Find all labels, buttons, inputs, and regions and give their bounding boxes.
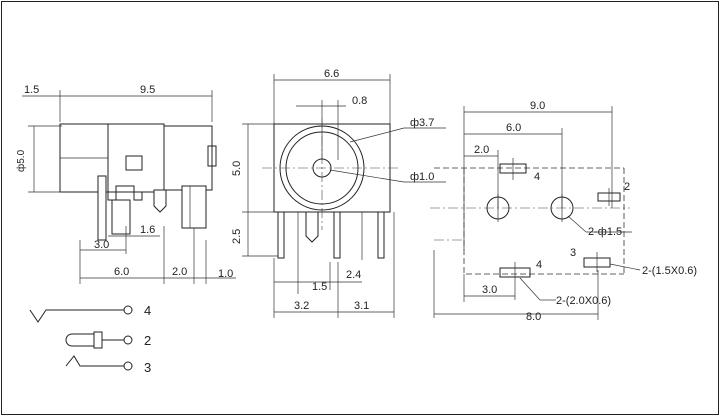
side-pin-2	[111, 199, 131, 235]
pcb-dim-slot-note-a: 2-(1.5X0.6)	[642, 265, 697, 277]
schematic-pin-3: 3	[144, 360, 151, 375]
side-dim-bottom-a: 3.0	[94, 239, 109, 251]
pcb-pad-label-3: 3	[570, 247, 576, 259]
pcb-dim-bottom-total: 8.0	[526, 311, 541, 323]
pcb-dim-mid: 6.0	[506, 122, 521, 134]
side-pin-4	[181, 185, 207, 229]
side-view: 1.5 9.5 ф5.0 3.0 1.6 6.0 2.0	[15, 84, 236, 284]
side-pin-1	[97, 175, 107, 241]
front-dim-width: 6.6	[324, 68, 339, 80]
side-dim-bottom-c: 2.0	[172, 266, 187, 278]
schematic-contact-4	[29, 309, 124, 323]
side-dim-bottom-d: 1.0	[218, 268, 233, 280]
front-dim-inner-dia: ф1.0	[410, 171, 434, 183]
front-pin-1	[277, 211, 285, 259]
pcb-dim-hole-note: 2-ф1.5	[588, 226, 622, 238]
front-pin-2	[305, 211, 319, 243]
side-pin-window	[125, 155, 143, 171]
side-dim-height: ф5.0	[15, 149, 27, 172]
front-dim-outer-dia: ф3.7	[410, 117, 434, 129]
pcb-dim-bottom-a: 3.0	[482, 284, 497, 296]
front-pin-4	[377, 211, 385, 259]
schematic-pin-4: 4	[144, 303, 151, 318]
front-dim-base-a: 3.2	[294, 300, 309, 312]
side-dim-top-left: 1.5	[24, 84, 39, 96]
front-pin-3	[333, 211, 341, 259]
front-dim-pin-a: 1.5	[312, 281, 327, 293]
pcb-dim-total: 9.0	[530, 100, 545, 112]
front-view: 6.6 0.8 ф3.7 ф1.0 5.0 2.5	[231, 68, 446, 318]
pcb-pad-label-4a: 4	[534, 171, 540, 183]
pcb-pad-label-2: 2	[624, 181, 630, 193]
side-pin-3	[153, 189, 167, 213]
front-dim-base-b: 3.1	[354, 300, 369, 312]
schematic: 4 2 3	[29, 303, 151, 375]
front-dim-pin-len: 2.5	[231, 229, 243, 244]
pcb-pad-label-4b: 4	[536, 259, 542, 271]
schematic-pin-2: 2	[144, 333, 151, 348]
side-dim-top-right: 9.5	[140, 84, 155, 96]
schematic-plug-2	[65, 333, 95, 347]
side-dim-bottom-b: 6.0	[114, 266, 129, 278]
front-dim-pin-b: 2.4	[346, 269, 361, 281]
front-dim-height: 5.0	[231, 161, 243, 176]
pcb-view: 9.0 6.0 2.0 4 2 2-ф1.5 3 2-(1.5	[430, 100, 697, 323]
schematic-contact-3	[65, 355, 124, 367]
pcb-dim-slot-note-b: 2-(2.0X0.6)	[556, 295, 611, 307]
pcb-dim-small: 2.0	[474, 144, 489, 156]
side-dim-pin-offset: 1.6	[140, 224, 155, 236]
front-dim-offset: 0.8	[352, 95, 367, 107]
